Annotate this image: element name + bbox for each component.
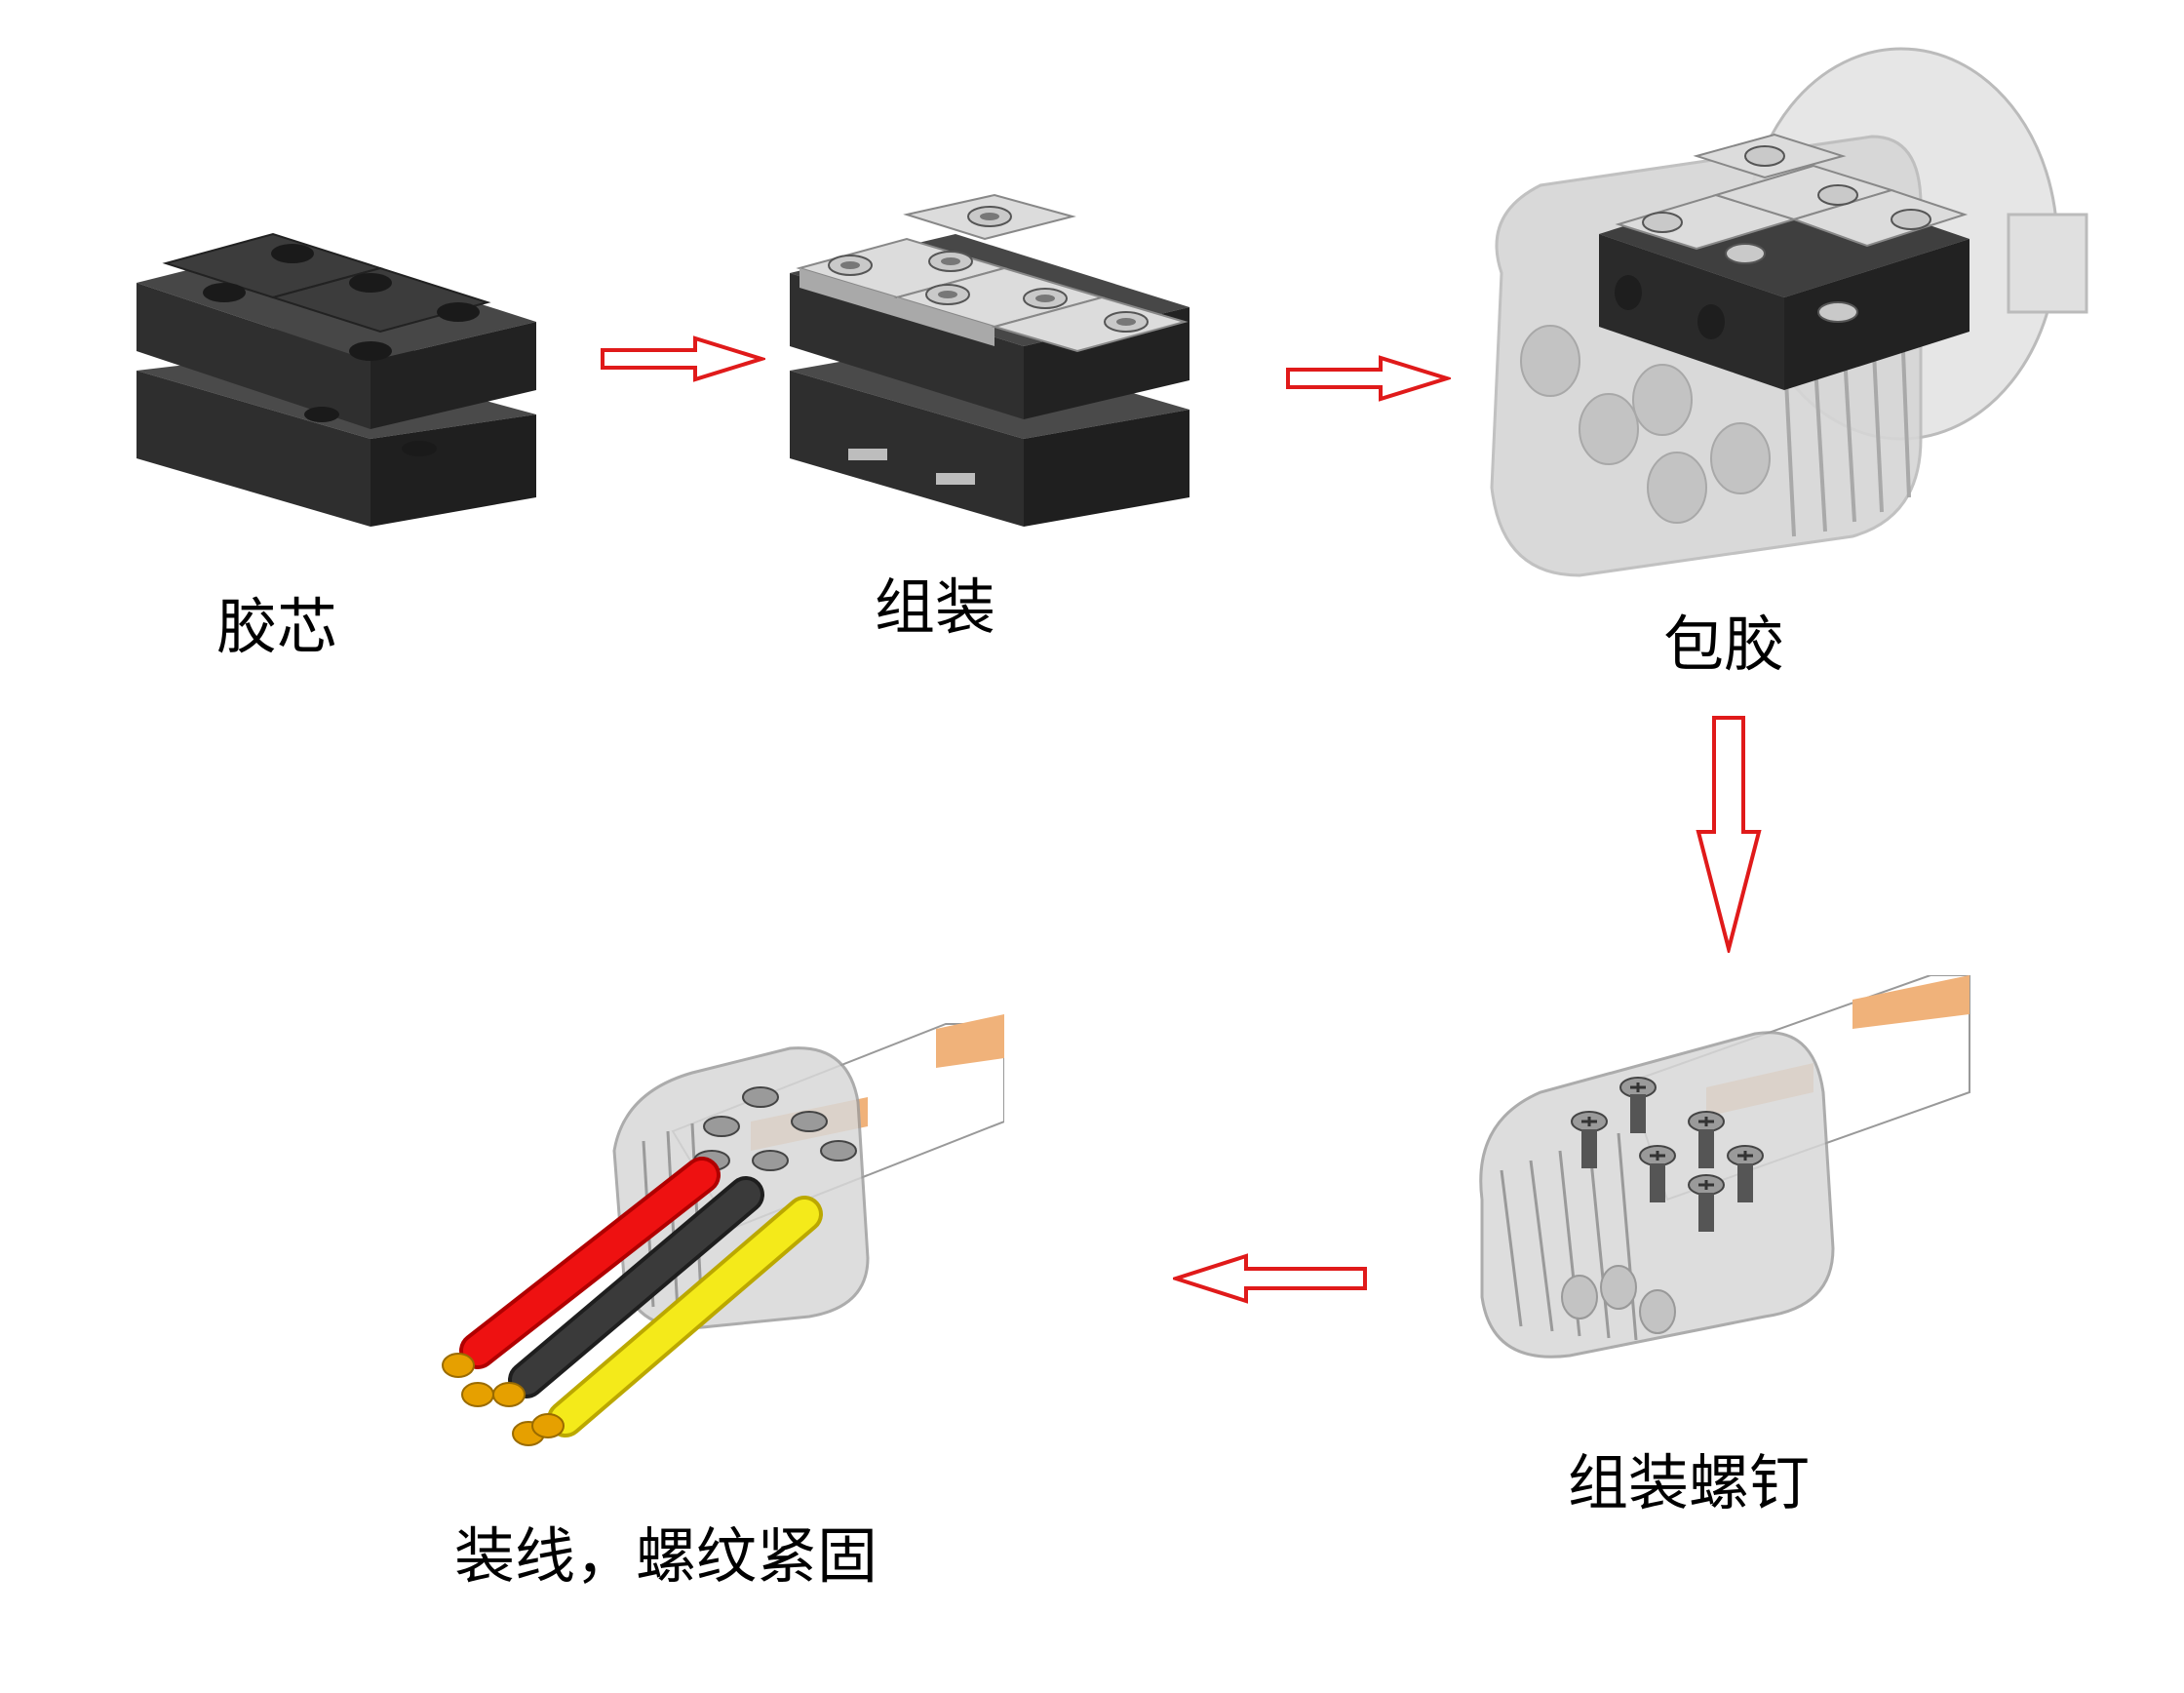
step-label-rubber-core: 胶芯	[216, 591, 338, 662]
step-label-assembly: 组装	[875, 571, 996, 643]
step-label-overmold: 包胶	[1663, 609, 1785, 680]
assembled-terminal-block-icon	[790, 193, 1190, 527]
housing-with-screws-icon	[1479, 975, 1970, 1358]
flow-arrow-right-icon	[1286, 355, 1451, 402]
flow-arrow-left-icon	[1173, 1253, 1367, 1304]
step-label-wiring-thread-fasten: 装线，螺纹紧固	[454, 1520, 878, 1592]
overmolded-housing-icon	[1490, 47, 2088, 577]
flow-arrow-down-icon	[1696, 716, 1762, 953]
step-label-screw-assembly: 组装螺钉	[1568, 1447, 1811, 1518]
rubber-core-block-icon	[136, 232, 536, 527]
wired-connector-icon	[442, 1014, 1004, 1446]
flow-arrow-right-icon	[601, 335, 765, 382]
